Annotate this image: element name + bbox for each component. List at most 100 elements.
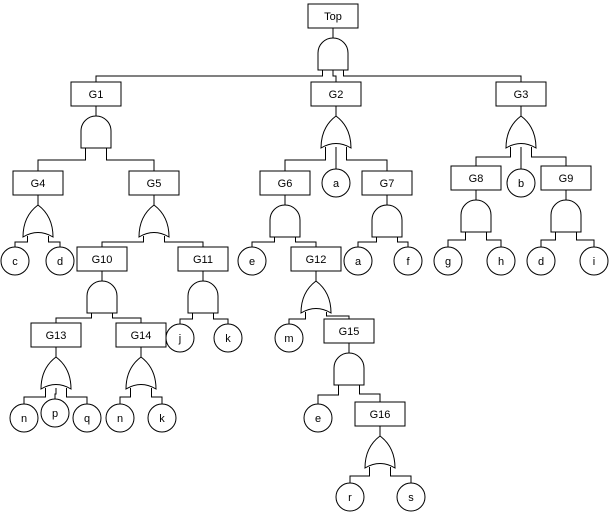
basic-event-c: [0, 246, 30, 276]
basic-event-k: [147, 403, 177, 433]
or-gate-symbol: [300, 280, 332, 314]
connector-line: [397, 236, 409, 247]
and-gate-symbol: [460, 199, 492, 233]
event-label-p: p: [52, 408, 58, 420]
basic-event-r: [335, 482, 365, 512]
connector-line: [486, 231, 502, 247]
connector-line: [284, 147, 326, 171]
basic-event-a: [321, 168, 351, 198]
event-label-m: m: [284, 333, 293, 345]
connector-line: [23, 388, 46, 404]
and-gate-symbol: [269, 204, 301, 238]
connector-line: [106, 147, 155, 171]
connector-line: [101, 236, 144, 247]
connector-line: [151, 388, 163, 404]
gate-label-g3: G3: [514, 89, 529, 101]
event-label-k: k: [225, 333, 231, 345]
event-label-d: d: [57, 256, 63, 268]
event-label-k: k: [159, 413, 165, 425]
connector-line: [213, 312, 229, 324]
event-label-a: a: [333, 178, 340, 190]
connector-line: [179, 312, 193, 324]
connector-line: [390, 467, 412, 483]
connector-line: [112, 312, 142, 323]
connector-line: [119, 388, 131, 404]
connector-line: [540, 231, 556, 247]
or-gate-symbol: [22, 204, 54, 238]
or-gate-symbol: [125, 356, 157, 390]
gate-box-g6: [259, 170, 311, 196]
connector-line: [37, 147, 86, 171]
event-label-b: b: [518, 178, 524, 190]
event-label-r: r: [348, 492, 352, 504]
or-gate-symbol: [505, 115, 537, 149]
basic-event-d: [45, 246, 75, 276]
basic-event-f: [393, 246, 423, 276]
gate-box-g8: [450, 165, 502, 191]
and-gate-symbol: [371, 204, 403, 238]
or-gate-symbol: [320, 115, 352, 149]
basic-event-q: [72, 403, 102, 433]
connector-line: [54, 388, 57, 399]
gate-box-g12: [290, 246, 342, 272]
basic-event-p: [40, 398, 70, 428]
gate-label-g5: G5: [147, 178, 162, 190]
and-gate-symbol: [80, 115, 112, 149]
event-label-h: h: [498, 256, 504, 268]
basic-event-j: [165, 323, 195, 353]
gate-label-g9: G9: [559, 173, 574, 185]
event-label-j: j: [178, 333, 181, 345]
basic-event-s: [396, 482, 426, 512]
basic-event-a: [343, 246, 373, 276]
basic-event-g: [433, 246, 463, 276]
basic-event-e: [303, 403, 333, 433]
connector-line: [288, 312, 306, 324]
connector-line: [332, 69, 337, 82]
gate-box-g1: [70, 81, 122, 107]
event-label-i: i: [593, 256, 595, 268]
event-label-e: e: [249, 256, 255, 268]
gate-box-g9: [540, 165, 592, 191]
gate-label-g13: G13: [46, 330, 67, 342]
gate-label-g12: G12: [306, 254, 327, 266]
gate-box-g10: [76, 246, 128, 272]
basic-event-h: [486, 246, 516, 276]
basic-event-m: [274, 323, 304, 353]
connector-line: [48, 236, 61, 247]
connector-line: [326, 312, 350, 319]
gate-label-g11: G11: [193, 254, 213, 266]
or-gate-symbol: [364, 435, 396, 469]
event-label-n: n: [21, 413, 27, 425]
event-label-q: q: [84, 413, 90, 425]
gate-symbols: [22, 37, 582, 469]
gate-label-g15: G15: [339, 326, 360, 338]
gate-box-g7: [361, 170, 413, 196]
gate-label-g2: G2: [329, 89, 344, 101]
and-gate-symbol: [187, 280, 219, 314]
and-gate-symbol: [86, 280, 118, 314]
event-label-a: a: [355, 256, 362, 268]
basic-event-n: [9, 403, 39, 433]
basic-event-k: [213, 323, 243, 353]
gate-box-g11: [177, 246, 229, 272]
gate-box-g16: [354, 401, 406, 427]
and-gate-symbol: [317, 37, 349, 71]
connector-line: [576, 231, 595, 247]
event-label-e: e: [315, 413, 321, 425]
connector-line: [359, 384, 381, 402]
event-label-s: s: [408, 492, 414, 504]
gate-label-g10: G10: [92, 254, 113, 266]
gate-label-g6: G6: [278, 178, 293, 190]
gate-label-g14: G14: [131, 330, 152, 342]
event-label-c: c: [12, 256, 18, 268]
gate-box-g15: [323, 318, 375, 344]
event-label-f: f: [406, 256, 410, 268]
connector-line: [346, 147, 388, 171]
connector-line: [55, 312, 92, 323]
connector-line: [447, 231, 466, 247]
event-label-g: g: [445, 256, 451, 268]
and-gate-symbol: [333, 352, 365, 386]
basic-event-d: [526, 246, 556, 276]
